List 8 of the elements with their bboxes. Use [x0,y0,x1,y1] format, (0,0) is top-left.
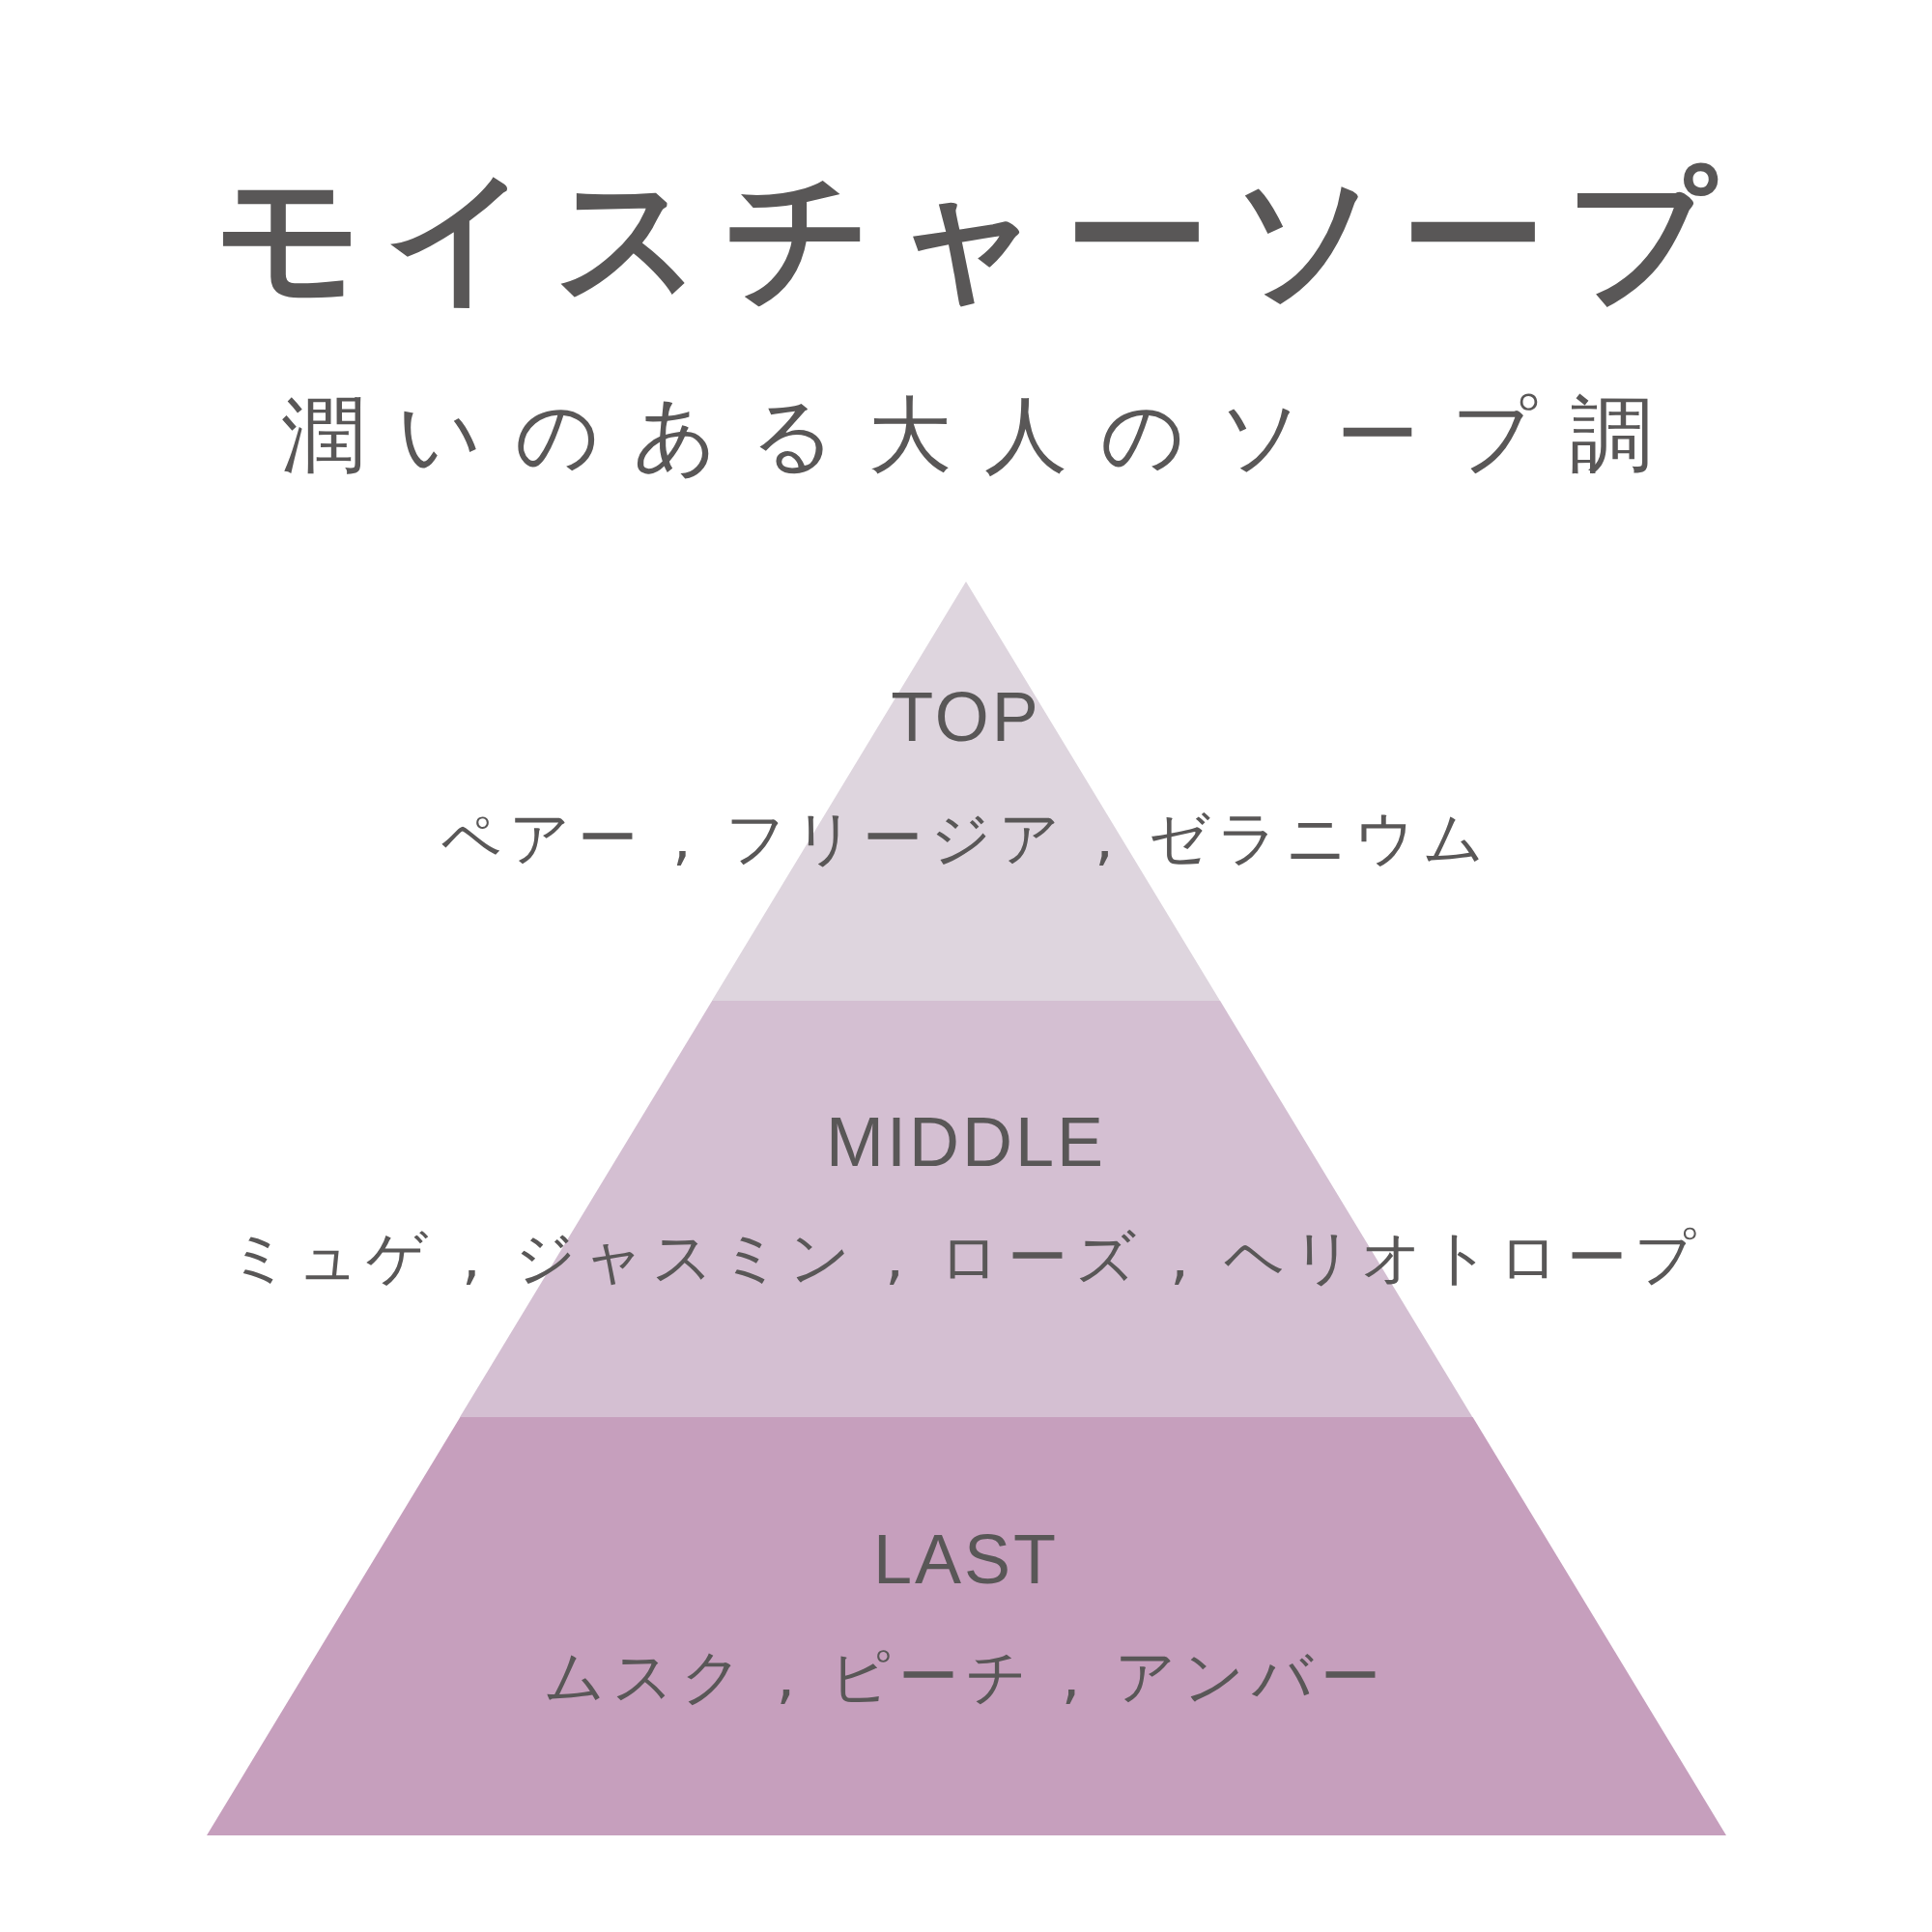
note-list: ミュゲ , ジャスミン , ローズ , ヘリオトロープ [229,1228,1703,1288]
note-list: ムスク , ピーチ , アンバー [543,1647,1389,1707]
title: モイスチャーソープ [214,164,1737,309]
tier-heading: MIDDLE [825,1107,1106,1177]
note-list: ペアー , フリージア , ゼラニウム [440,809,1492,868]
tier-heading: TOP [891,682,1041,752]
pyramid-tier [206,1417,1726,1835]
tier-heading: LAST [872,1524,1060,1594]
